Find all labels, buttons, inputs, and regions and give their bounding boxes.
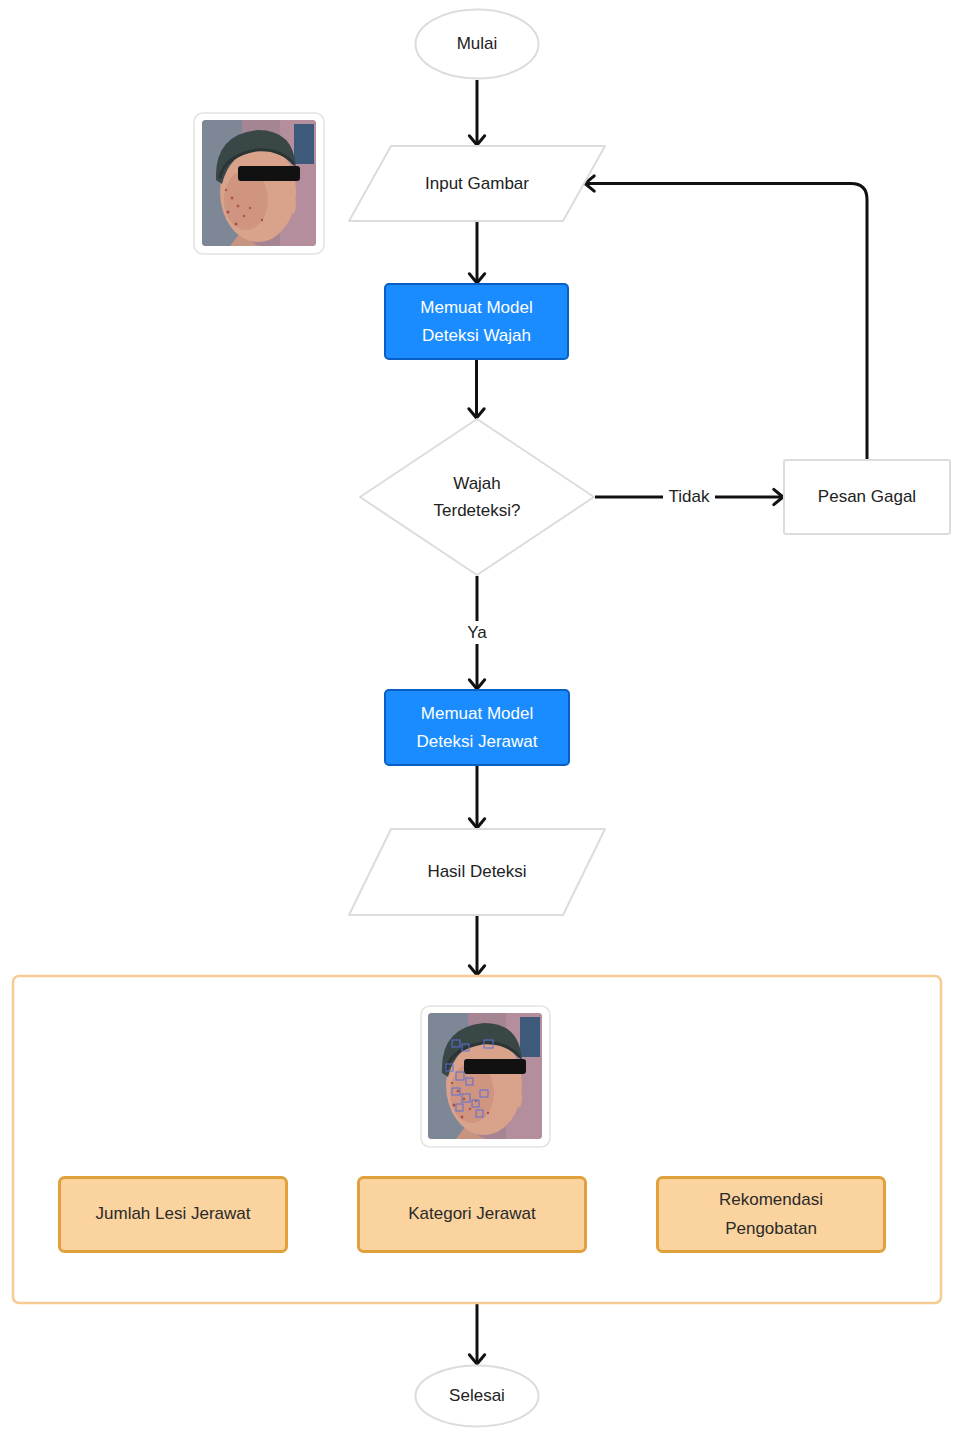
result-panel: Jumlah Lesi Jerawat Kategori Jerawat Rekom… <box>12 975 942 1304</box>
end-terminal: Selesai <box>414 1364 540 1428</box>
result-box: Rekomendasi Pengobatan <box>656 1176 886 1253</box>
flow-connector <box>476 80 479 145</box>
flow-connector <box>476 916 479 975</box>
edge-label: Ya <box>461 621 493 645</box>
arrow-head <box>469 274 484 283</box>
group-outline <box>12 975 942 1304</box>
diamond-outline <box>359 418 595 576</box>
arrow-head <box>469 819 484 828</box>
process-box: Memuat Model Deteksi Jerawat <box>384 689 570 766</box>
node-text: Pesan Gagal <box>818 483 916 510</box>
output-parallelogram: Hasil Deteksi <box>348 828 606 916</box>
edge-label: Tidak <box>663 485 716 509</box>
flow-connector <box>476 222 479 283</box>
blue-outline <box>384 283 569 360</box>
blue-outline <box>384 689 570 766</box>
flow-connector <box>476 766 479 828</box>
node-text: Jumlah Lesi Jerawat <box>96 1200 251 1228</box>
flow-connector <box>585 184 867 460</box>
node-text: Selesai <box>449 1382 505 1409</box>
node-text: Wajah Terdeteksi? <box>421 470 533 524</box>
node-text: Hasil Deteksi <box>427 858 526 885</box>
node-text: Mulai <box>457 30 498 57</box>
arrow-head <box>469 409 484 418</box>
arrow-head <box>469 136 484 145</box>
message-box: Pesan Gagal <box>783 459 951 535</box>
decision-diamond: Wajah Terdeteksi? <box>359 418 595 576</box>
arrow-head <box>469 1355 484 1364</box>
start-terminal: Mulai <box>414 8 540 80</box>
arrow-head <box>774 489 783 504</box>
node-text: Rekomendasi Pengobatan <box>701 1186 841 1242</box>
orange-outline <box>656 1176 886 1253</box>
arrow-head <box>469 680 484 689</box>
node-text: Memuat Model Deteksi Wajah <box>406 294 547 348</box>
node-text: Input Gambar <box>425 170 529 197</box>
flow-connector <box>476 1304 479 1364</box>
arrow-head <box>469 966 484 975</box>
result-box: Kategori Jerawat <box>357 1176 587 1253</box>
flow-connector <box>475 360 478 418</box>
node-text: Kategori Jerawat <box>408 1200 536 1228</box>
process-box: Memuat Model Deteksi Wajah <box>384 283 569 360</box>
input-parallelogram: Input Gambar <box>348 145 606 222</box>
node-text: Memuat Model Deteksi Jerawat <box>407 700 548 754</box>
result-box: Jumlah Lesi Jerawat <box>58 1176 288 1253</box>
